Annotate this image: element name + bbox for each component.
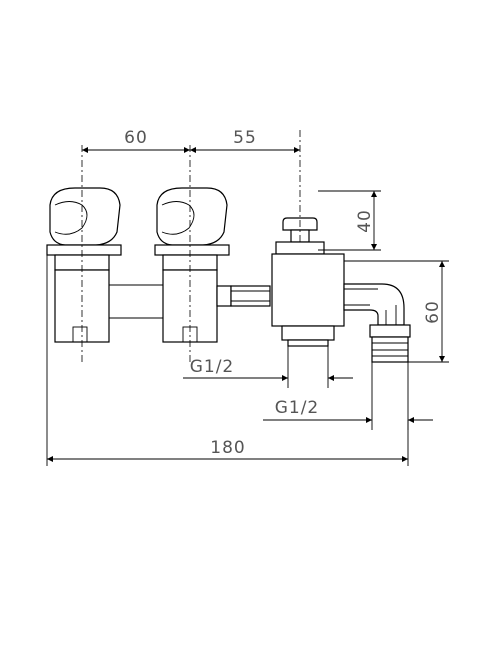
dimension-label-thread-right: G1/2 <box>275 398 320 418</box>
spout-elbow <box>343 283 411 363</box>
left-valve <box>46 187 122 343</box>
dimension-height-top: 40 <box>318 190 381 251</box>
right-valve-collar <box>154 244 230 256</box>
diverter-lower-nut <box>281 325 335 341</box>
left-valve-outlet <box>72 326 88 343</box>
diverter-cap <box>275 241 325 255</box>
spout-connector <box>371 336 409 363</box>
dimension-thread-center: G1/2 <box>183 346 353 388</box>
dimension-overall-width: 180 <box>46 245 409 466</box>
dimension-spacing-right: 55 <box>190 128 300 153</box>
center-lines <box>81 130 301 365</box>
diverter-body <box>271 253 345 327</box>
left-valve-handle <box>49 187 121 246</box>
dimension-label-thread-center: G1/2 <box>190 357 235 377</box>
spout-elbow-nut <box>369 324 411 338</box>
dimension-label-overall-width: 180 <box>210 438 245 458</box>
diverter <box>271 217 345 347</box>
dimension-label-height-top: 40 <box>355 209 375 233</box>
dimension-label-spacing-right: 55 <box>233 128 257 148</box>
right-valve-handle-contour <box>161 201 195 235</box>
connecting-pipe <box>109 284 163 319</box>
dimension-thread-right: G1/2 <box>263 362 433 430</box>
right-valve-handle <box>156 187 228 246</box>
diverter-outlet <box>287 339 329 347</box>
dimension-label-spacing-left: 60 <box>124 128 148 148</box>
left-valve-handle-contour <box>54 201 88 235</box>
dimension-spacing-left: 60 <box>82 128 190 153</box>
left-valve-collar <box>46 244 122 256</box>
right-valve <box>154 187 230 343</box>
dimension-label-height-right: 60 <box>423 300 443 324</box>
coupling <box>216 285 271 307</box>
dimension-height-right: 60 <box>344 260 449 363</box>
